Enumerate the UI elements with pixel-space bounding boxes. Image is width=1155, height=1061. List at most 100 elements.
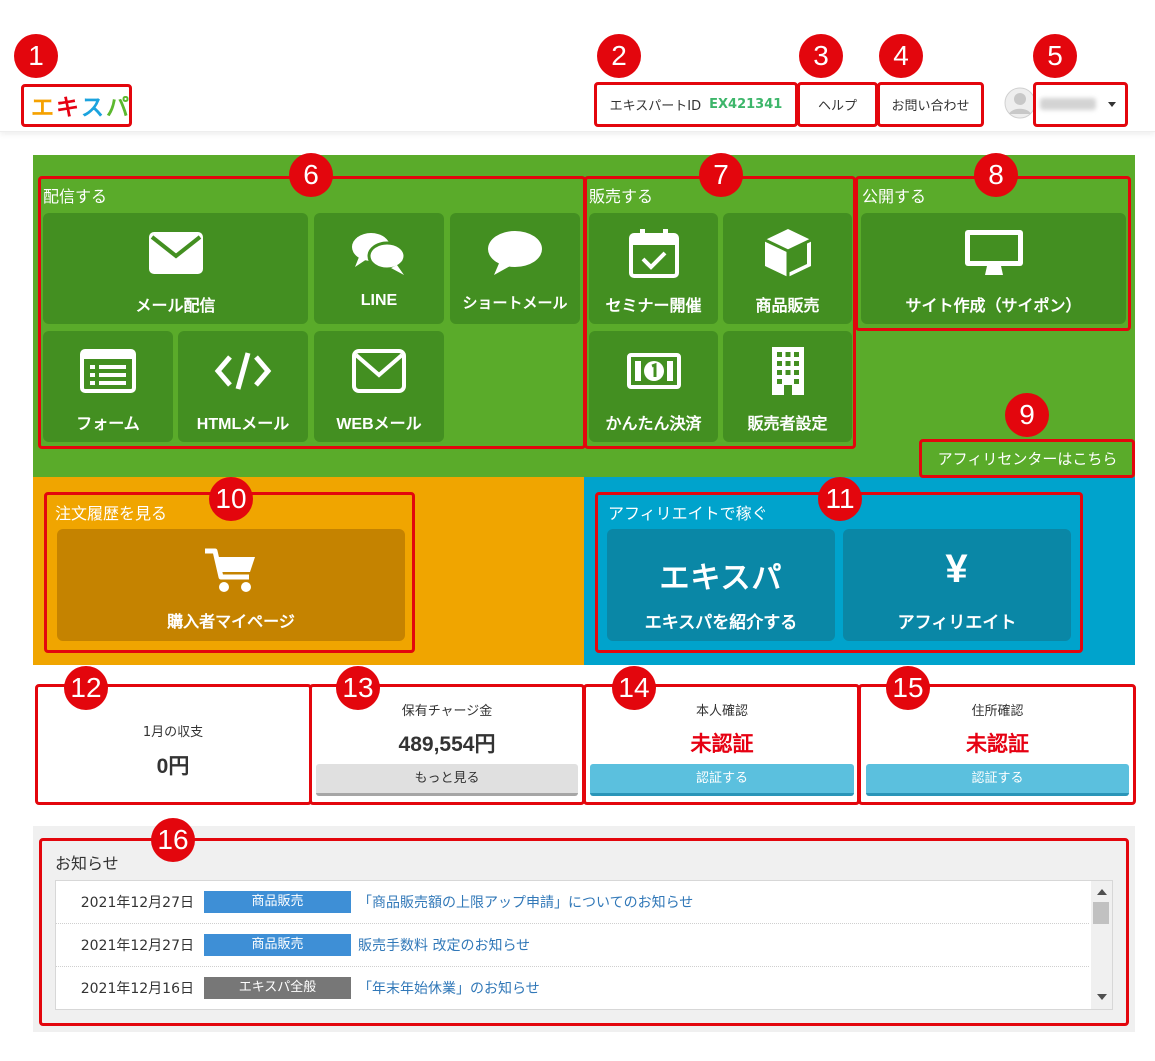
tile-label: サイト作成（サイポン） xyxy=(905,298,1082,315)
scroll-down-icon[interactable] xyxy=(1097,994,1107,1000)
logo-char: エ xyxy=(31,94,56,120)
contact-link[interactable]: お問い合わせ xyxy=(879,84,982,124)
affiliate-label: アフィリエイト xyxy=(897,613,1017,632)
affiliate-title: アフィリエイトで稼ぐ xyxy=(608,504,768,523)
envelope-outline-icon xyxy=(352,349,406,393)
tile-label: 販売者設定 xyxy=(747,416,828,433)
help-link[interactable]: ヘルプ xyxy=(799,84,876,124)
tile-label: フォーム xyxy=(76,416,140,433)
news-scrollbar[interactable] xyxy=(1091,881,1112,1009)
help-label: ヘルプ xyxy=(817,98,857,114)
chat-bubbles-icon xyxy=(352,233,407,275)
expa-logo[interactable]: エ キ ス パ xyxy=(24,86,138,124)
logo-char: ス xyxy=(81,94,106,120)
identity-verify-button[interactable]: 認証する xyxy=(590,764,854,796)
tile-web-mail[interactable]: WEBメール xyxy=(314,331,444,442)
news-row: 2021年12月16日 エキスパ全般 「年末年始休業」のお知らせ xyxy=(56,967,1089,1009)
news-link[interactable]: 販売手数料 改定のお知らせ xyxy=(358,938,531,954)
yen-icon: ¥ xyxy=(945,547,969,591)
distribution-title: 配信する xyxy=(43,187,108,206)
news-title: お知らせ xyxy=(55,854,119,873)
affiliate-center-link[interactable]: アフィリセンターはこちら xyxy=(937,449,1118,468)
news-list: 2021年12月27日 商品販売 「商品販売額の上限アップ申請」についてのお知ら… xyxy=(55,880,1113,1010)
scroll-thumb[interactable] xyxy=(1093,902,1109,924)
tile-form[interactable]: フォーム xyxy=(43,331,173,442)
charge-caption: 保有チャージ金 xyxy=(401,704,493,719)
news-link[interactable]: 「商品販売額の上限アップ申請」についてのお知らせ xyxy=(358,895,694,911)
address-verify-button[interactable]: 認証する xyxy=(866,764,1129,796)
orders-title: 注文履歴を見る xyxy=(55,504,168,523)
tile-seller-settings[interactable]: 販売者設定 xyxy=(723,331,852,442)
address-card: 住所確認 未認証 認証する xyxy=(862,686,1133,804)
introduce-expa-button[interactable]: エキスパ エキスパを紹介する xyxy=(607,529,835,641)
callout-marker: 11 xyxy=(818,477,862,521)
callout-marker: 7 xyxy=(699,153,743,197)
tile-label: HTMLメール xyxy=(196,416,290,433)
tile-easy-payment[interactable]: かんたん決済 xyxy=(589,331,718,442)
news-link[interactable]: 「年末年始休業」のお知らせ xyxy=(358,981,540,997)
news-date: 2021年12月27日 xyxy=(80,938,194,954)
cart-icon xyxy=(205,548,255,592)
news-tag: 商品販売 xyxy=(204,891,351,913)
identity-caption: 本人確認 xyxy=(695,704,748,719)
identity-card: 本人確認 未認証 認証する xyxy=(586,686,858,804)
callout-marker: 14 xyxy=(612,666,656,710)
list-form-icon xyxy=(80,349,136,393)
top-header: エ キ ス パ エキスパートID EX421341 ヘルプ お問い合わせ xyxy=(0,0,1155,132)
callout-marker: 8 xyxy=(974,153,1018,197)
callout-marker: 2 xyxy=(597,34,641,78)
sales-title: 販売する xyxy=(589,187,654,206)
cube-icon xyxy=(763,229,812,277)
tile-label: ショートメール xyxy=(462,295,568,312)
buyer-mypage-label: 購入者マイページ xyxy=(167,614,295,631)
expert-id-display: エキスパートID EX421341 xyxy=(596,84,796,124)
income-caption: 1月の収支 xyxy=(142,725,204,740)
tile-line[interactable]: LINE xyxy=(314,213,444,324)
tile-label: LINE xyxy=(360,292,398,309)
tile-site-builder[interactable]: サイト作成（サイポン） xyxy=(861,213,1126,324)
identity-status: 未認証 xyxy=(690,733,754,756)
tile-label: セミナー開催 xyxy=(605,298,702,315)
news-tag: エキスパ全般 xyxy=(204,977,351,999)
money-icon xyxy=(626,353,681,389)
address-status: 未認証 xyxy=(966,733,1029,756)
callout-marker: 12 xyxy=(64,666,108,710)
publish-title: 公開する xyxy=(862,187,927,206)
tile-seminar[interactable]: セミナー開催 xyxy=(589,213,718,324)
expert-id-value: EX421341 xyxy=(709,96,783,112)
address-caption: 住所確認 xyxy=(971,704,1024,719)
tile-mail-delivery[interactable]: メール配信 xyxy=(43,213,308,324)
tile-label: かんたん決済 xyxy=(605,416,702,433)
news-date: 2021年12月27日 xyxy=(80,895,194,911)
tile-html-mail[interactable]: HTMLメール xyxy=(178,331,308,442)
calendar-check-icon xyxy=(628,229,679,278)
callout-marker: 9 xyxy=(1005,393,1049,437)
tile-short-mail[interactable]: ショートメール xyxy=(450,213,580,324)
desktop-icon xyxy=(964,230,1023,275)
code-icon xyxy=(214,352,272,390)
callout-marker: 3 xyxy=(799,34,843,78)
expert-id-label: エキスパートID xyxy=(609,98,702,114)
tile-label: 商品販売 xyxy=(755,298,820,315)
news-date: 2021年12月16日 xyxy=(80,981,194,997)
see-more-button[interactable]: もっと見る xyxy=(316,764,578,796)
buyer-mypage-button[interactable]: 購入者マイページ xyxy=(57,529,405,641)
callout-marker: 1 xyxy=(14,34,58,78)
tile-label: WEBメール xyxy=(336,416,422,433)
callout-marker: 13 xyxy=(336,666,380,710)
callout-marker: 10 xyxy=(209,477,253,521)
contact-label: お問い合わせ xyxy=(891,98,970,114)
callout-marker: 16 xyxy=(151,818,195,862)
introduce-expa-label: エキスパを紹介する xyxy=(644,613,798,632)
avatar-icon[interactable] xyxy=(1004,87,1036,119)
scroll-up-icon[interactable] xyxy=(1097,889,1107,895)
news-row: 2021年12月27日 商品販売 販売手数料 改定のお知らせ xyxy=(56,924,1089,967)
callout-marker: 15 xyxy=(886,666,930,710)
logo-char: キ xyxy=(56,94,81,120)
affiliate-button[interactable]: ¥ アフィリエイト xyxy=(843,529,1071,641)
news-tag: 商品販売 xyxy=(204,934,351,956)
income-value: 0円 xyxy=(156,755,190,778)
logo-char: パ xyxy=(106,94,131,120)
user-menu-dropdown[interactable] xyxy=(1036,84,1126,124)
tile-product-sales[interactable]: 商品販売 xyxy=(723,213,852,324)
